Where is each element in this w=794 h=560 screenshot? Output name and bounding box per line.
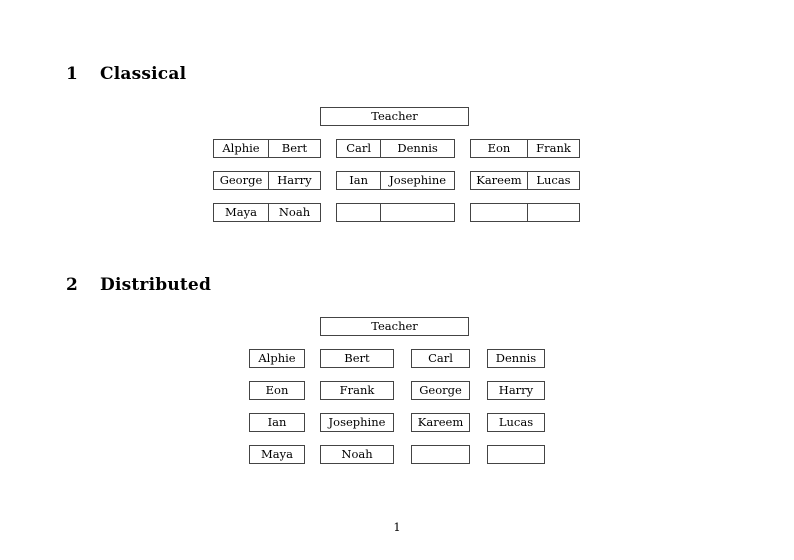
student-cell-empty[interactable] [526, 204, 579, 221]
student-cell[interactable]: Kareem [476, 172, 522, 187]
student-cell[interactable]: Bert [267, 140, 320, 157]
student-row[interactable]: Eon Frank [470, 139, 580, 158]
student-box[interactable]: Carl [411, 349, 470, 368]
student-box[interactable]: Josephine [320, 413, 394, 432]
student-cell[interactable]: Carl [346, 140, 372, 155]
student-cell-empty[interactable] [337, 204, 380, 221]
student-box[interactable]: Lucas [487, 413, 545, 432]
section-number: 1 [66, 64, 79, 84]
student-cell[interactable]: Ian [349, 172, 369, 187]
student-cell[interactable]: Dennis [380, 140, 454, 157]
student-row[interactable] [336, 203, 455, 222]
student-cell-empty[interactable] [471, 204, 527, 221]
student-box[interactable]: Bert [320, 349, 394, 368]
page-number: 1 [393, 520, 401, 534]
section-title: Classical [100, 64, 187, 84]
student-box[interactable]: Eon [249, 381, 305, 400]
student-cell[interactable]: Harry [267, 172, 320, 189]
student-box-empty[interactable] [487, 445, 545, 464]
section-heading-classical: 1 Classical [66, 64, 186, 84]
student-box[interactable]: Frank [320, 381, 394, 400]
student-cell-empty[interactable] [380, 204, 454, 221]
student-row[interactable]: Maya Noah [213, 203, 321, 222]
student-row[interactable]: George Harry [213, 171, 321, 190]
student-box-empty[interactable] [411, 445, 470, 464]
student-cell[interactable]: Maya [224, 204, 257, 219]
student-box[interactable]: Ian [249, 413, 305, 432]
student-cell[interactable]: Lucas [526, 172, 579, 189]
student-box[interactable]: Kareem [411, 413, 470, 432]
student-box[interactable]: Noah [320, 445, 394, 464]
student-box[interactable]: Alphie [249, 349, 305, 368]
teacher-box-distributed[interactable]: Teacher [320, 317, 469, 336]
student-cell[interactable]: Noah [267, 204, 320, 221]
student-row[interactable]: Ian Josephine [336, 171, 455, 190]
student-row[interactable]: Alphie Bert [213, 139, 321, 158]
section-title: Distributed [100, 275, 212, 295]
student-cell[interactable]: Josephine [380, 172, 454, 189]
student-cell[interactable]: Frank [526, 140, 579, 157]
student-row[interactable]: Carl Dennis [336, 139, 455, 158]
student-cell[interactable]: George [219, 172, 263, 187]
student-box[interactable]: Harry [487, 381, 545, 400]
student-row[interactable] [470, 203, 580, 222]
section-heading-distributed: 2 Distributed [66, 275, 211, 295]
student-cell[interactable]: Alphie [222, 140, 260, 155]
teacher-box-classical[interactable]: Teacher [320, 107, 469, 126]
student-cell[interactable]: Eon [487, 140, 511, 155]
student-box[interactable]: Dennis [487, 349, 545, 368]
student-box[interactable]: George [411, 381, 470, 400]
section-number: 2 [66, 275, 79, 295]
student-row[interactable]: Kareem Lucas [470, 171, 580, 190]
student-box[interactable]: Maya [249, 445, 305, 464]
